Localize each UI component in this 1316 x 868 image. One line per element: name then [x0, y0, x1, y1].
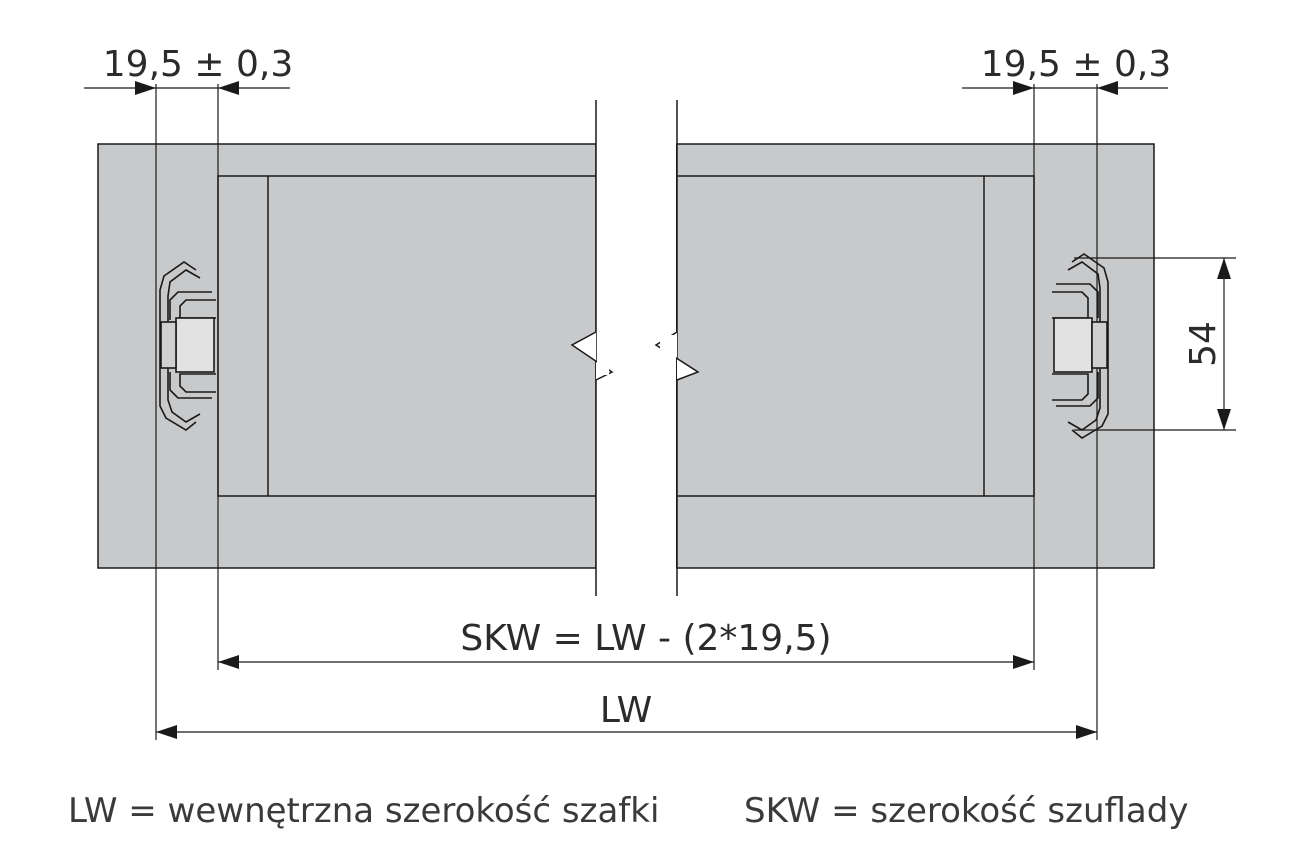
- left-tolerance-label: 19,5 ± 0,3: [103, 44, 293, 85]
- drawer-width-formula-label: SKW = LW - (2*19,5): [460, 618, 831, 659]
- drawer-box-right: [675, 175, 1035, 497]
- drawer-slide-left: [159, 261, 216, 431]
- legend-lw: LW = wewnętrzna szerokość szafki: [68, 791, 660, 831]
- legend-skw: SKW = szerokość szuflady: [744, 791, 1189, 831]
- drawer-slide-right: [1052, 253, 1109, 439]
- right-tolerance-label: 19,5 ± 0,3: [981, 44, 1171, 85]
- slide-height-label: 54: [1183, 321, 1224, 367]
- drawer-box-left: [217, 175, 597, 497]
- cabinet-width-label: LW: [600, 690, 652, 731]
